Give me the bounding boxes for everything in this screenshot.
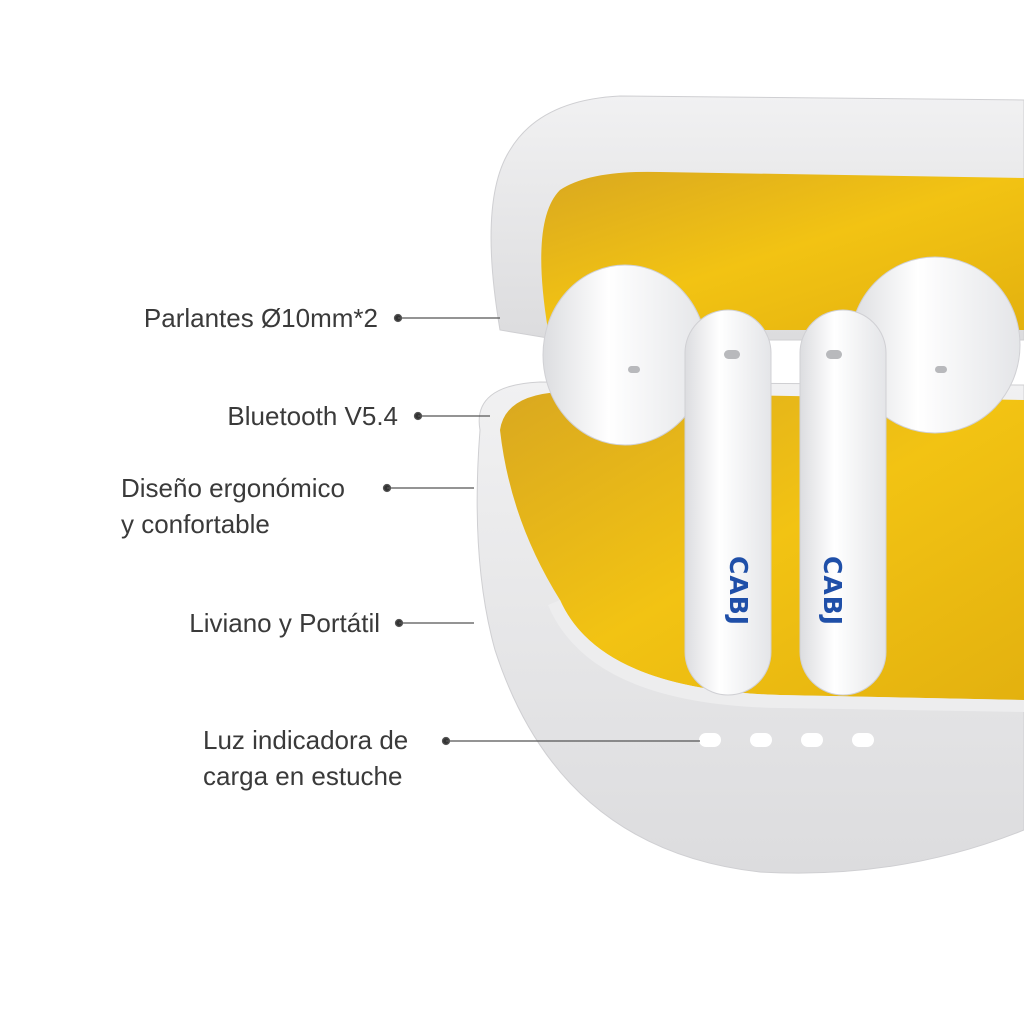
feature-charging-light-line2: carga en estuche bbox=[203, 761, 403, 791]
feature-charging-light-line1: Luz indicadora de bbox=[203, 725, 409, 755]
earbud-logo-left: CABJ bbox=[724, 556, 753, 626]
charging-indicator-leds bbox=[699, 733, 874, 747]
left-earbud: CABJ bbox=[542, 264, 772, 696]
led-4 bbox=[852, 733, 874, 747]
feature-ergonomic-line2: y confortable bbox=[121, 509, 270, 539]
leader-lines bbox=[382, 313, 700, 746]
feature-portable: Liviano y Portátil bbox=[189, 608, 380, 638]
feature-bluetooth: Bluetooth V5.4 bbox=[227, 401, 398, 431]
feature-speakers: Parlantes Ø10mm*2 bbox=[143, 303, 378, 333]
led-3 bbox=[801, 733, 823, 747]
earbud-logo-right: CABJ bbox=[818, 556, 847, 626]
feature-charging-light: Luz indicadora de carga en estuche bbox=[203, 722, 408, 794]
right-earbud: CABJ bbox=[799, 256, 1021, 696]
feature-ergonomic-line1: Diseño ergonómico bbox=[121, 473, 346, 503]
led-1 bbox=[699, 733, 721, 747]
led-2 bbox=[750, 733, 772, 747]
feature-ergonomic: Diseño ergonómico y confortable bbox=[121, 470, 345, 542]
